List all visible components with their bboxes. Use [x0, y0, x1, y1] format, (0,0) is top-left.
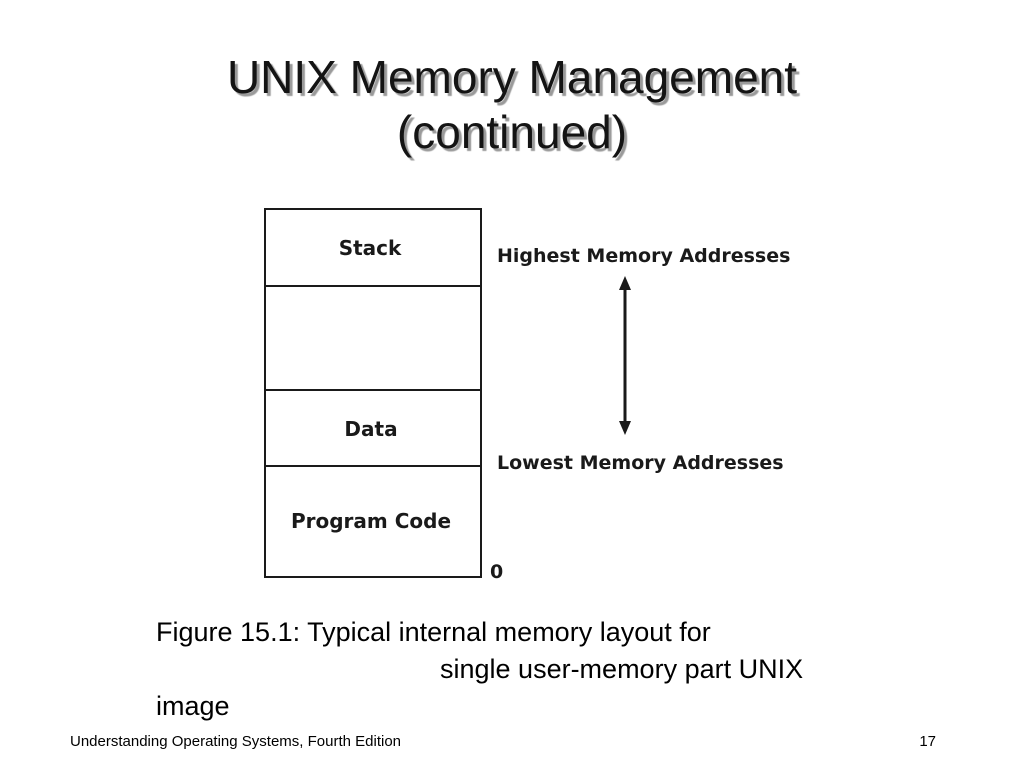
caption-line-3: image	[156, 691, 230, 721]
figure-caption: Figure 15.1: Typical internal memory lay…	[156, 614, 876, 725]
segment-stack-label: Stack	[339, 236, 402, 260]
lowest-addresses-label: Lowest Memory Addresses	[497, 452, 784, 474]
highest-addresses-label: Highest Memory Addresses	[497, 245, 790, 267]
segment-program-code-label: Program Code	[291, 509, 451, 533]
address-range-arrow	[619, 276, 631, 435]
memory-block	[264, 208, 482, 578]
segment-data-label: Data	[344, 417, 397, 441]
caption-line-1: Figure 15.1: Typical internal memory lay…	[156, 617, 711, 647]
zero-address-label: 0	[490, 561, 503, 583]
arrow-head-down	[619, 421, 631, 435]
title-line-2: (continued)	[396, 106, 628, 158]
footer-page-number: 17	[919, 733, 936, 750]
caption-line-2: single user-memory part UNIX	[440, 654, 804, 684]
memory-block-outline	[264, 208, 482, 578]
arrow-head-up	[619, 276, 631, 290]
footer-book-title: Understanding Operating Systems, Fourth …	[70, 733, 402, 750]
slide-title: UNIX Memory Management (continued)	[0, 50, 1024, 160]
title-line-1: UNIX Memory Management	[226, 51, 798, 103]
